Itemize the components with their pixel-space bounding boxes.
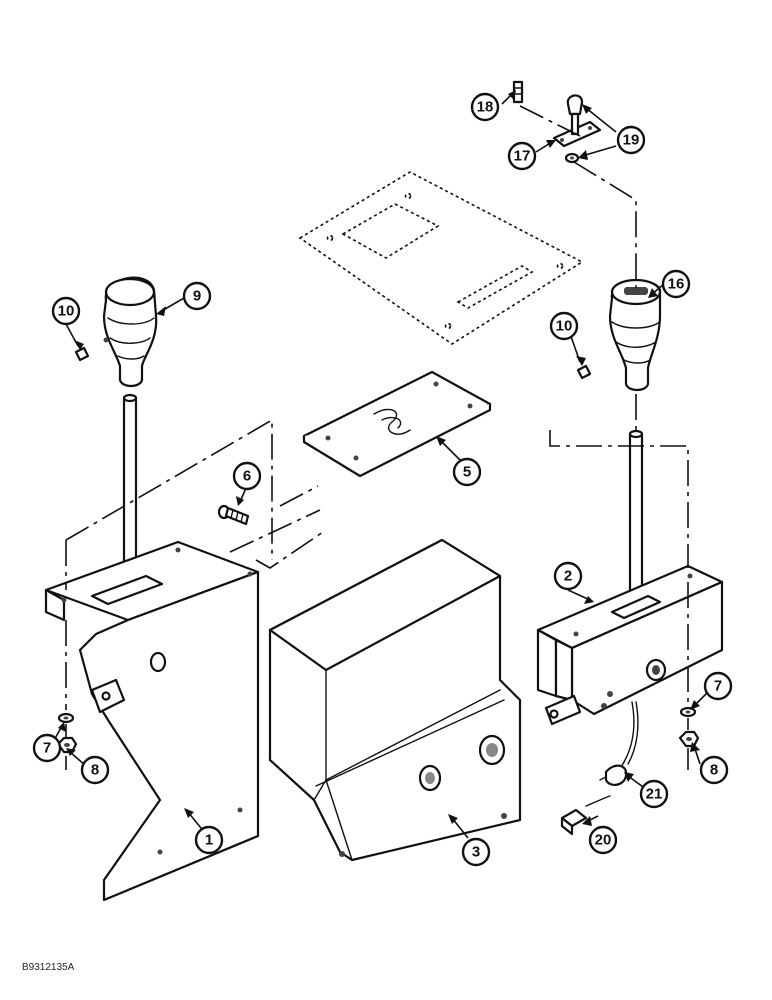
alignment-lines	[65, 105, 689, 770]
callout-7-right: 7	[703, 671, 733, 701]
callout-label: 10	[556, 318, 573, 335]
callout-label: 18	[477, 99, 494, 116]
callout-20: 20	[588, 825, 618, 855]
callout-3: 3	[461, 837, 491, 867]
callout-label: 9	[193, 288, 201, 305]
nut-right	[678, 730, 700, 748]
callout-17: 17	[507, 141, 537, 171]
callout-label: 5	[463, 464, 471, 481]
callout-label: 8	[91, 762, 99, 779]
callout-5: 5	[452, 457, 482, 487]
callout-16: 16	[661, 269, 691, 299]
floor-plate-dotted	[298, 171, 584, 345]
bolt	[217, 504, 250, 526]
callout-label: 19	[623, 132, 640, 149]
callout-10-right: 10	[549, 311, 579, 341]
callout-10-left: 10	[51, 296, 81, 326]
callout-1: 1	[194, 825, 224, 855]
shift-knob-left	[102, 276, 158, 388]
set-screw-left	[74, 346, 90, 362]
callout-9: 9	[182, 281, 212, 311]
washer-left	[57, 712, 75, 724]
callout-label: 7	[43, 740, 51, 757]
nut-left	[56, 736, 78, 754]
lever-rod-right	[628, 429, 644, 596]
right-bracket	[536, 564, 724, 726]
callout-label: 20	[595, 832, 612, 849]
callout-7-left: 7	[32, 733, 62, 763]
knob-switch-assembly	[512, 80, 602, 164]
washer-right	[679, 706, 697, 718]
console-housing	[268, 538, 522, 862]
callout-label: 10	[58, 303, 75, 320]
set-screw-right	[576, 364, 592, 380]
callout-label: 21	[646, 786, 663, 803]
wire-harness	[585, 701, 639, 807]
callout-label: 16	[668, 276, 685, 293]
callout-label: 8	[710, 762, 718, 779]
figure-code: B9312135A	[22, 962, 75, 973]
callout-label: 3	[472, 844, 480, 861]
wire-connector	[560, 808, 588, 836]
callout-label: 1	[205, 832, 213, 849]
callout-6: 6	[232, 461, 262, 491]
callout-8-right: 8	[699, 755, 729, 785]
callout-label: 7	[714, 678, 722, 695]
callout-label: 17	[514, 148, 531, 165]
callout-8-left: 8	[80, 755, 110, 785]
left-bracket	[44, 540, 260, 902]
callout-2: 2	[553, 561, 583, 591]
callout-19: 19	[616, 125, 646, 155]
callout-label: 2	[564, 568, 572, 585]
callout-label: 6	[243, 468, 251, 485]
callout-18: 18	[470, 92, 500, 122]
callout-21: 21	[639, 779, 669, 809]
cover-plate	[302, 370, 492, 478]
